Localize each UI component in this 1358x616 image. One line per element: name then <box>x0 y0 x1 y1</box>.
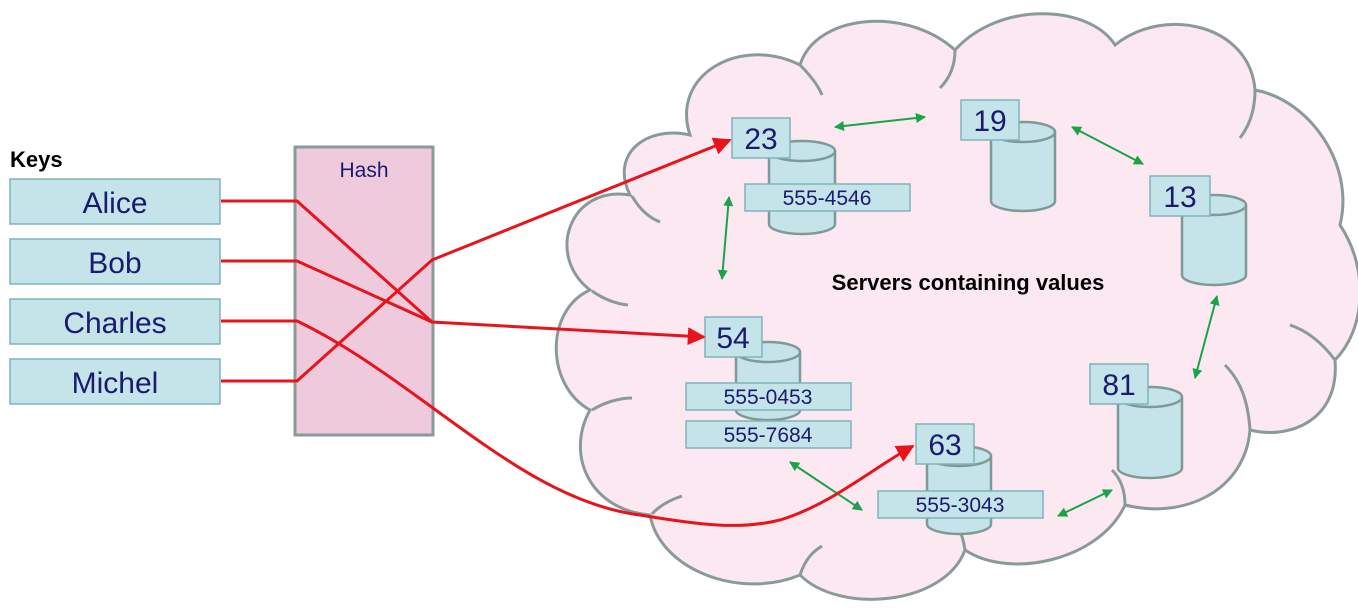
key-box <box>9 298 221 345</box>
server-54[interactable]: 54 555-0453 555-7684 <box>685 316 852 449</box>
hash-label: Hash <box>339 159 388 182</box>
cloud-inner-curve <box>630 195 661 224</box>
key-box <box>9 238 221 285</box>
key-label: Charles <box>63 307 166 340</box>
server-cylinder <box>1180 205 1248 287</box>
server-id-box <box>1089 363 1149 405</box>
cloud-inner-curve <box>798 63 824 96</box>
server-id: 13 <box>1163 181 1196 214</box>
value-label: 555-4546 <box>783 187 872 210</box>
ring-arrow <box>1192 295 1220 379</box>
server-id: 63 <box>928 429 961 462</box>
key-item[interactable]: Michel <box>9 358 221 405</box>
server-63[interactable]: 63 555-3043 <box>877 423 1044 536</box>
key-label: Alice <box>82 187 147 220</box>
server-19[interactable]: 19 <box>960 99 1057 213</box>
keys-heading: Keys <box>10 147 63 172</box>
cloud-inner-curve <box>798 544 823 576</box>
server-cylinder <box>1116 397 1184 480</box>
value-box <box>685 382 852 411</box>
key-item[interactable]: Charles <box>9 298 221 345</box>
ring-connections <box>717 113 1220 517</box>
value-box <box>877 490 1044 519</box>
cloud-inner-curve <box>591 289 629 307</box>
value-label: 555-3043 <box>916 494 1005 517</box>
cloud-inner-curve <box>650 494 683 516</box>
hash-mappings <box>221 137 915 527</box>
cloud-inner-curve <box>591 396 633 412</box>
server-id-box <box>960 99 1020 141</box>
mapping-arrow-michel <box>221 137 732 383</box>
cloud-inner-curve <box>938 49 957 90</box>
key-list: Alice Bob Charles Michel <box>9 178 221 405</box>
cloud-inner-curve <box>1110 468 1127 506</box>
ring-arrow <box>1057 489 1113 517</box>
mapping-arrow-charles <box>221 319 915 527</box>
server-81[interactable]: 81 <box>1089 363 1184 480</box>
ring-arrow <box>834 113 926 131</box>
key-item[interactable]: Bob <box>9 238 221 285</box>
server-id: 54 <box>716 322 749 355</box>
key-box <box>9 178 221 225</box>
server-id: 81 <box>1102 369 1135 402</box>
server-cylinder <box>989 132 1057 213</box>
value-label: 555-7684 <box>724 424 813 447</box>
value-box <box>685 420 852 449</box>
server-id-box <box>1149 175 1211 217</box>
cloud-inner-curve <box>1289 323 1337 361</box>
server-id-box <box>704 316 763 358</box>
server-id-box <box>731 117 791 159</box>
mapping-arrow-alice <box>221 199 706 346</box>
server-id: 19 <box>973 105 1006 138</box>
cloud-label: Servers containing values <box>832 270 1105 295</box>
ring-arrow <box>1071 126 1144 165</box>
key-box <box>9 358 221 405</box>
server-id: 23 <box>744 123 777 156</box>
server-id-box <box>915 423 975 465</box>
cloud-inner-curve <box>1238 89 1257 139</box>
server-23[interactable]: 23 555-4546 <box>731 117 911 236</box>
cloud-inner-curve <box>1223 363 1252 431</box>
server-13[interactable]: 13 <box>1149 175 1248 287</box>
value-label: 555-0453 <box>724 386 813 409</box>
ring-arrow <box>789 461 863 511</box>
ring-arrow <box>717 196 734 280</box>
value-box <box>744 183 911 212</box>
key-label: Bob <box>88 247 141 280</box>
key-label: Michel <box>72 367 159 400</box>
key-item[interactable]: Alice <box>9 178 221 225</box>
